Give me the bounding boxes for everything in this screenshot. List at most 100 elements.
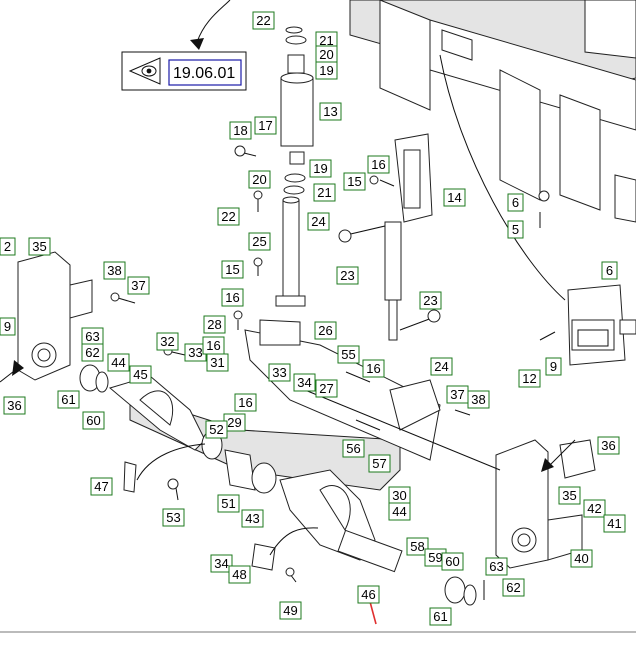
callout-number: 34: [214, 556, 228, 571]
callout-36: 36: [3, 396, 26, 415]
callout-number: 44: [392, 504, 406, 519]
eye-in-triangle-icon: [128, 57, 161, 85]
callout-number: 18: [233, 123, 247, 138]
callout-27: 27: [315, 379, 338, 398]
callout-number: 43: [245, 511, 259, 526]
callout-number: 35: [562, 488, 576, 503]
auger-housing: [129, 319, 441, 491]
callout-number: 32: [160, 334, 174, 349]
callout-29: 29: [223, 413, 246, 432]
callout-47: 47: [90, 477, 113, 496]
callout-number: 48: [232, 567, 246, 582]
callout-9: 9: [0, 317, 16, 336]
control-box: [567, 284, 636, 366]
frame-beam: [349, 0, 636, 223]
callout-61: 61: [57, 390, 80, 409]
left-gearbox: [17, 251, 93, 381]
callout-19: 19: [309, 159, 332, 178]
callout-number: 42: [587, 501, 601, 516]
callout-number: 29: [227, 415, 241, 430]
callout-number: 23: [423, 293, 437, 308]
callout-37: 37: [127, 276, 150, 295]
callout-41: 41: [603, 514, 626, 533]
callout-24: 24: [307, 212, 330, 231]
callout-56: 56: [342, 439, 365, 458]
callout-number: 61: [433, 609, 447, 624]
callout-16: 16: [234, 393, 257, 412]
callout-37: 37: [446, 385, 469, 404]
callout-number: 13: [323, 104, 337, 119]
callout-number: 16: [225, 290, 239, 305]
callout-28: 28: [203, 315, 226, 334]
callout-61: 61: [429, 607, 452, 626]
callout-number: 16: [371, 157, 385, 172]
callout-25: 25: [248, 232, 271, 251]
callout-number: 40: [574, 551, 588, 566]
callout-number: 52: [209, 422, 223, 437]
upright-tube: [280, 26, 314, 195]
callout-number: 33: [188, 345, 202, 360]
callout-number: 44: [111, 355, 125, 370]
pivot-shaft: [275, 196, 306, 307]
callout-number: 26: [318, 323, 332, 338]
callout-number: 27: [319, 381, 333, 396]
callout-number: 36: [7, 398, 21, 413]
callout-number: 6: [512, 195, 519, 210]
callout-35: 35: [558, 486, 581, 505]
callout-31: 31: [206, 353, 229, 372]
callout-number: 53: [166, 510, 180, 525]
callout-15: 15: [221, 260, 244, 279]
callout-number: 24: [311, 214, 325, 229]
callout-number: 28: [207, 317, 221, 332]
callout-number: 51: [221, 496, 235, 511]
callout-number: 33: [272, 365, 286, 380]
hydraulic-cylinder: [338, 133, 441, 341]
callout-20: 20: [248, 170, 271, 189]
callout-49: 49: [279, 601, 302, 620]
callout-44: 44: [388, 502, 411, 521]
callout-number: 60: [86, 413, 100, 428]
bearings: [79, 364, 477, 606]
fasteners: [110, 145, 556, 600]
callout-number: 49: [283, 603, 297, 618]
callout-number: 2: [4, 239, 11, 254]
callout-number: 61: [61, 392, 75, 407]
callout-number: 36: [601, 438, 615, 453]
reference-code: 19.06.01: [173, 65, 235, 82]
callout-number: 46: [361, 587, 375, 602]
callout-number: 59: [428, 550, 442, 565]
callout-number: 19: [313, 161, 327, 176]
callout-51: 51: [217, 494, 240, 513]
callout-34: 34: [293, 373, 316, 392]
callout-number: 15: [347, 174, 361, 189]
callout-60: 60: [82, 411, 105, 430]
callout-number: 23: [340, 268, 354, 283]
callout-number: 9: [4, 319, 11, 334]
callout-number: 20: [252, 172, 266, 187]
callout-number: 16: [206, 338, 220, 353]
callout-35: 35: [28, 237, 51, 256]
callout-number: 19: [319, 63, 333, 78]
callout-62: 62: [502, 578, 525, 597]
callout-number: 6: [606, 263, 613, 278]
callout-number: 21: [319, 33, 333, 48]
callout-14: 14: [443, 188, 466, 207]
callout-number: 14: [447, 190, 461, 205]
callout-number: 57: [372, 456, 386, 471]
callout-number: 41: [607, 516, 621, 531]
callout-number: 24: [434, 359, 448, 374]
callout-19: 19: [315, 61, 338, 80]
callout-22: 22: [217, 207, 240, 226]
callout-number: 55: [341, 347, 355, 362]
callout-number: 63: [85, 329, 99, 344]
callout-number: 63: [489, 559, 503, 574]
callout-18: 18: [229, 121, 252, 140]
callout-13: 13: [319, 102, 342, 121]
callout-23: 23: [419, 291, 442, 310]
callout-6: 6: [601, 261, 618, 280]
callout-number: 37: [131, 278, 145, 293]
callout-number: 35: [32, 239, 46, 254]
callout-number: 20: [319, 47, 333, 62]
right-gearbox: [495, 439, 596, 569]
